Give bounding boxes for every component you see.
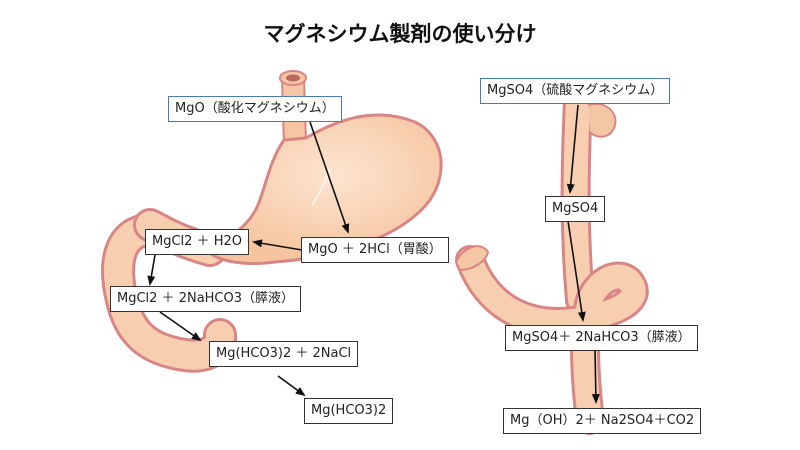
label-mgso4-name: MgSO4（硫酸マグネシウム） (480, 78, 671, 104)
arrow-reaction-to-final (591, 349, 600, 404)
label-mghco3-final: Mg(HCO3)2 (304, 398, 394, 424)
label-mgso4-reaction: MgSO4＋ 2NaHCO3（膵液） (505, 325, 698, 351)
left-arrows (147, 121, 350, 397)
arrow-mgo-to-reaction (309, 121, 350, 234)
label-mghco3-product: Mg(HCO3)2 ＋ 2NaCl (209, 341, 359, 367)
right-arrows (566, 104, 600, 404)
arrow-reaction2-to-product2 (159, 311, 202, 342)
arrow-product2-to-final (277, 375, 306, 397)
label-mgo: MgO（酸化マグネシウム） (168, 96, 342, 122)
label-mgo-reaction: MgO ＋ 2HCl（胃酸） (301, 237, 449, 263)
intestine-illustration (454, 85, 649, 435)
arrow-reaction-to-mgcl2 (252, 239, 303, 251)
arrow-mgso4-label-to-mgso4 (566, 104, 579, 194)
arrow-mgso4-to-reaction (567, 220, 586, 322)
arrow-mgcl2-to-reaction2 (147, 254, 156, 286)
label-mgso4: MgSO4 (545, 196, 606, 222)
label-mgoh2-final: Mg（OH）2＋ Na2SO4＋CO2 (503, 408, 702, 434)
page-title: マグネシウム製剤の使い分け (263, 22, 537, 46)
label-mgcl2-reaction: MgCl2 ＋ 2NaHCO3（膵液） (110, 286, 302, 312)
label-mgcl2-product: MgCl2 ＋ H2O (145, 229, 249, 255)
